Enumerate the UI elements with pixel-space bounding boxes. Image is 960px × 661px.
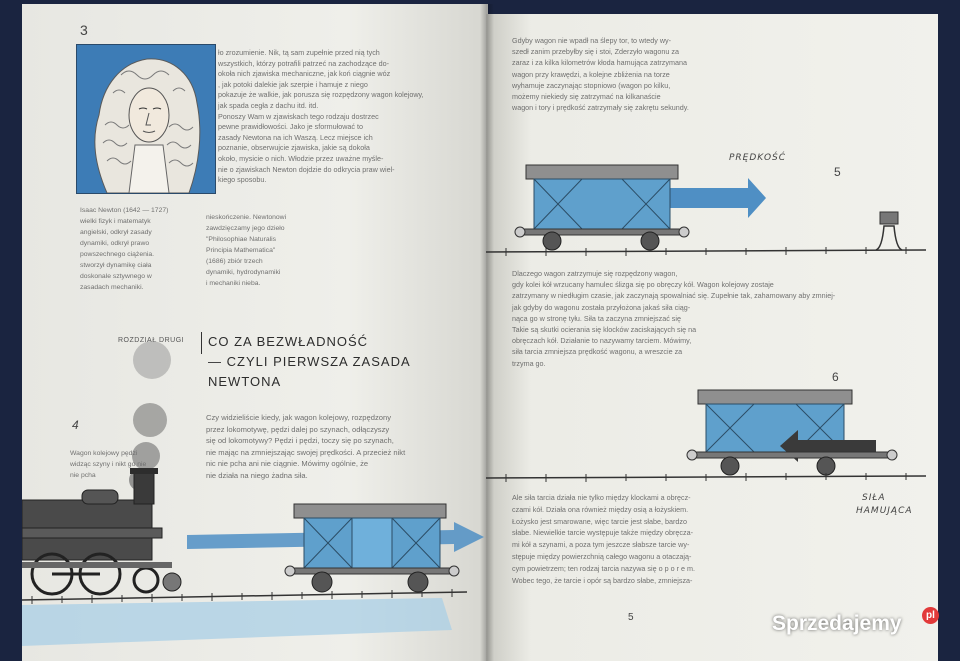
chapter-heading: CO ZA BEZWŁADNOŚĆ — CZYLI PIERWSZA ZASAD… xyxy=(208,334,411,389)
newton-portrait xyxy=(76,44,216,194)
figure-6-illustration xyxy=(486,389,927,482)
newton-portrait-drawing xyxy=(77,45,215,193)
newton-caption-col1: Isaac Newton (1642 — 1727) wielki fizyk … xyxy=(80,207,169,291)
newton-intro-text: ło zrozumienie. Nik, tą sam zupełnie prz… xyxy=(218,48,424,185)
wagon-figure-4 xyxy=(284,503,460,593)
sila-label: SIŁA xyxy=(862,493,886,503)
book-spine xyxy=(480,4,494,661)
page-number-left: 3 xyxy=(80,22,88,38)
chapter-label: ROZDZIAŁ DRUGI xyxy=(118,337,185,344)
figure-4-number: 4 xyxy=(72,418,79,432)
right-bottom-text: Ale siła tarcia działa nie tylko między … xyxy=(512,493,695,585)
figure-5-illustration xyxy=(486,164,927,256)
body-paragraph: Czy widzieliście kiedy, jak wagon kolejo… xyxy=(206,413,406,480)
hamujaca-label: HAMUJĄCA xyxy=(856,506,913,516)
newton-caption-col2: nieskończenie. Newtonowi zawdzięczamy je… xyxy=(206,214,287,287)
watermark-logo: Sprzedajemy xyxy=(772,612,902,635)
heading-rule xyxy=(201,332,202,354)
locomotive xyxy=(22,468,182,596)
figure-6-number: 6 xyxy=(832,370,839,384)
predkosc-label: PRĘDKOŚĆ xyxy=(729,153,787,163)
watermark-badge: pl xyxy=(922,607,939,624)
right-middle-text: Dlaczego wagon zatrzymuje się rozpędzony… xyxy=(512,269,836,368)
figure-5-number: 5 xyxy=(834,165,841,179)
page-number-right: 5 xyxy=(628,612,634,623)
figure-4-illustration xyxy=(22,341,484,646)
right-page xyxy=(486,14,938,661)
right-top-text: Gdyby wagon nie wpadł na ślepy tor, to w… xyxy=(512,36,689,113)
